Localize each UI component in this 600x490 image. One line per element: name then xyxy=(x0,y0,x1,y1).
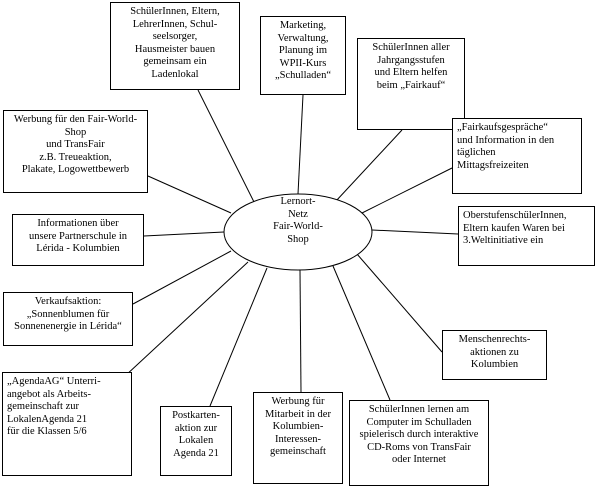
center-ellipse xyxy=(223,193,373,271)
connector-n1 xyxy=(197,89,255,203)
connector-n13 xyxy=(332,265,391,401)
connector-n11 xyxy=(209,267,268,407)
connector-n12 xyxy=(299,269,302,393)
connector-lines xyxy=(109,89,459,407)
connector-n4 xyxy=(147,175,232,214)
node-marketing: Marketing, Verwaltung, Planung im WPII-K… xyxy=(260,16,346,95)
node-advertising: Werbung für den Fair-World- Shop und Tra… xyxy=(3,110,148,193)
node-agenda-ag: „AgendaAG“ Unterri- angebot als Arbeits-… xyxy=(2,372,132,476)
connector-n3 xyxy=(335,129,403,202)
connector-n5 xyxy=(359,167,453,215)
node-human-rights: Menschenrechts- aktionen zu Kolumbien xyxy=(442,330,547,380)
node-partner-school: Informationen über unsere Partnerschule … xyxy=(12,214,144,266)
node-colombia-group: Werbung für Mitarbeit in der Kolumbien- … xyxy=(253,392,343,484)
center-label: Lernort- Netz Fair-World- Shop xyxy=(273,196,323,245)
node-postcards: Postkarten- aktion zur Lokalen Agenda 21 xyxy=(160,406,232,476)
node-sunflowers: Verkaufsaktion: „Sonnenblumen für Sonnen… xyxy=(3,292,133,346)
connector-n7 xyxy=(371,229,459,235)
connector-n2 xyxy=(297,94,304,195)
node-building-shop: SchülerInnen, Eltern, LehrerInnen, Schul… xyxy=(110,2,240,90)
connector-n8 xyxy=(132,250,232,305)
node-computer-learning: SchülerInnen lernen am Computer im Schul… xyxy=(349,400,489,486)
connector-n10 xyxy=(109,261,249,391)
node-sales-talks: „Fairkaufsgespräche“ und Information in … xyxy=(452,118,582,194)
node-helpers: SchülerInnen aller Jahrgangsstufen und E… xyxy=(357,38,465,130)
connector-n9 xyxy=(356,253,443,353)
node-upper-school: OberstufenschülerInnen, Eltern kaufen Wa… xyxy=(458,206,595,266)
connector-n6 xyxy=(143,231,225,237)
